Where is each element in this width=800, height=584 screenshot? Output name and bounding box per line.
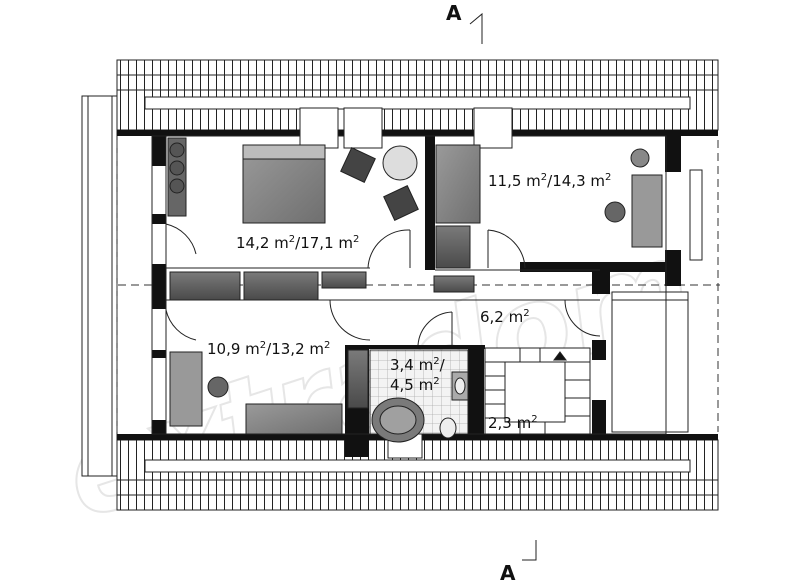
wardrobes-corridor xyxy=(169,271,475,301)
bathtub xyxy=(371,397,425,443)
left-balcony xyxy=(81,95,118,477)
desk-left xyxy=(169,351,229,427)
armchairs xyxy=(340,145,419,221)
bed-large xyxy=(242,144,326,224)
desk-right xyxy=(604,148,663,248)
svg-text:A: A xyxy=(446,1,462,25)
roof-top xyxy=(116,59,719,131)
plants-shelf xyxy=(167,137,187,217)
section-marker-bottom: A xyxy=(500,540,537,584)
room-label-bedroom-right: 11,5 m2/14,3 m2 xyxy=(488,172,611,190)
bed-right xyxy=(435,144,481,224)
room-label-hall: 6,2 m2 xyxy=(480,308,530,326)
room-label-bathroom-usable: 4,5 m2 xyxy=(390,376,440,394)
section-marker-top: A xyxy=(446,1,483,44)
wardrobe-right xyxy=(435,225,471,269)
room-label-bathroom: 3,4 m2/ xyxy=(390,356,446,374)
room-label-bedroom-large: 14,2 m2/17,1 m2 xyxy=(236,234,359,252)
cabinet-left xyxy=(347,349,369,409)
sink xyxy=(451,371,469,401)
room-label-stairs: 2,3 m2 xyxy=(488,414,538,432)
wall-outlines xyxy=(151,135,667,435)
right-balcony xyxy=(611,169,703,433)
section-line xyxy=(116,140,720,432)
svg-text:A: A xyxy=(500,561,516,584)
room-label-bedroom-left: 10,9 m2/13,2 m2 xyxy=(207,340,330,358)
doors xyxy=(165,223,601,346)
toilet xyxy=(439,417,457,439)
staircase xyxy=(484,347,591,435)
top-windows xyxy=(299,107,513,149)
bed-left xyxy=(245,403,343,435)
